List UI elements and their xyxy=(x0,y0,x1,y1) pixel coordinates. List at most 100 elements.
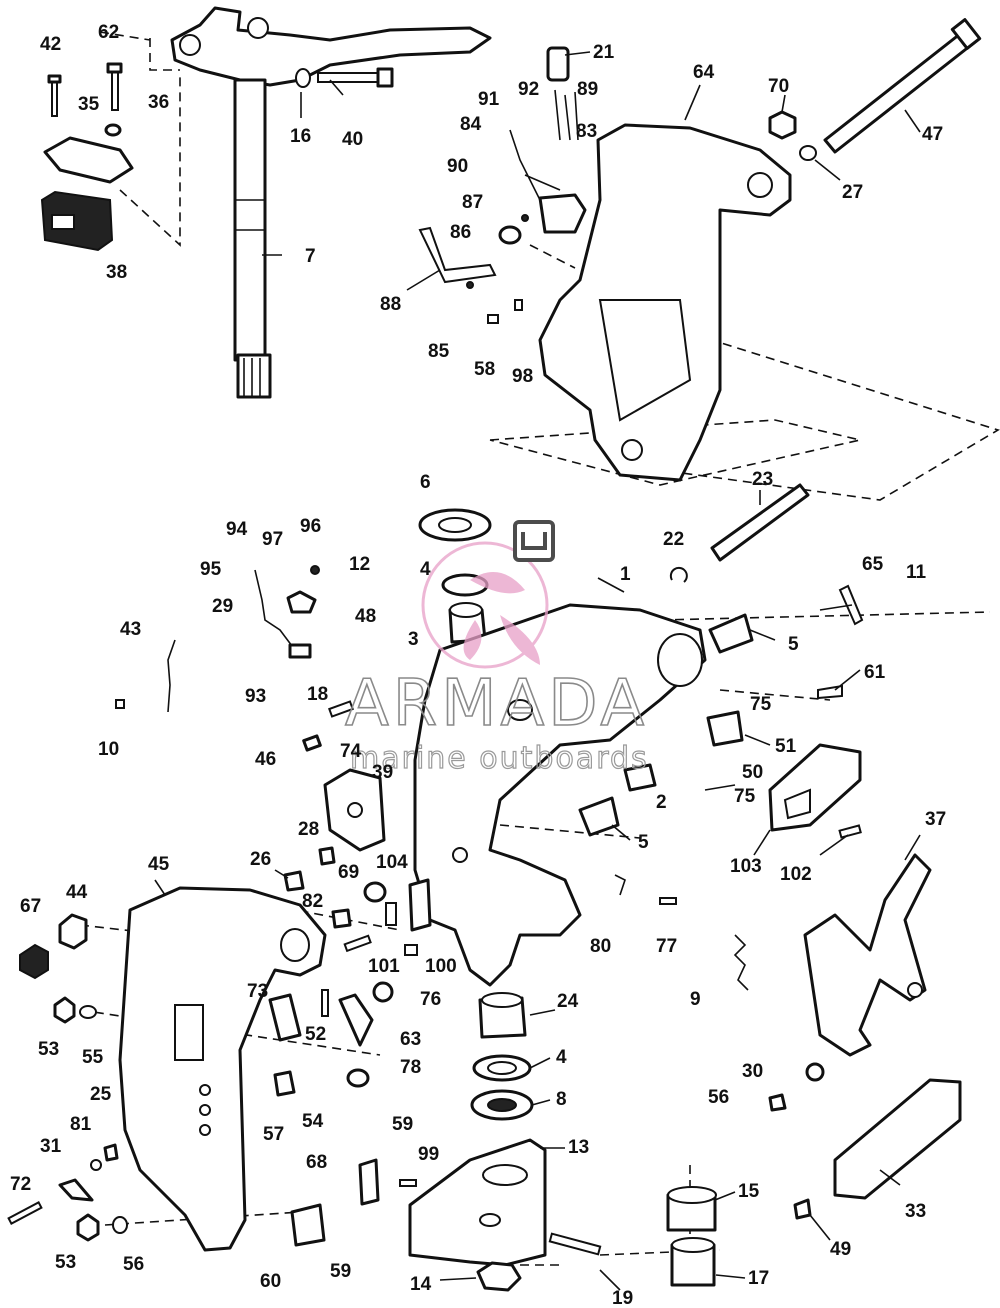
pad-parts xyxy=(666,1078,962,1287)
callout-label: 89 xyxy=(577,79,598,100)
callout-label: 101 xyxy=(368,956,400,977)
callout-label: 13 xyxy=(568,1137,589,1158)
callout-label: 95 xyxy=(200,559,222,580)
trim-switch-wiring xyxy=(115,565,320,713)
callout-label: 75 xyxy=(734,786,756,807)
callout-label: 55 xyxy=(82,1047,104,1068)
callout-label: 102 xyxy=(780,864,812,885)
callout-label: 21 xyxy=(593,42,615,63)
stern-bracket-part xyxy=(413,603,707,987)
callout-label: 104 xyxy=(376,852,408,873)
callout-label: 74 xyxy=(340,741,362,762)
callout-label: 11 xyxy=(906,562,927,583)
callout-label: 6 xyxy=(420,472,431,493)
callout-label: 36 xyxy=(148,92,169,113)
tilt-tube-part xyxy=(768,18,982,161)
callout-label: 103 xyxy=(730,856,762,877)
callout-label: 97 xyxy=(262,529,283,550)
callout-label: 33 xyxy=(905,1201,926,1222)
callout-label: 39 xyxy=(372,762,393,783)
callout-label: 51 xyxy=(775,736,797,757)
callout-label: 50 xyxy=(742,762,763,783)
callout-label: 83 xyxy=(576,121,597,142)
callout-label: 5 xyxy=(788,634,799,655)
callout-label: 25 xyxy=(90,1084,112,1105)
callout-label: 65 xyxy=(862,554,884,575)
callout-label: 59 xyxy=(392,1114,413,1135)
callout-label: 93 xyxy=(245,686,266,707)
callout-label: 76 xyxy=(420,989,441,1010)
small-fasteners xyxy=(47,62,123,137)
callout-label: 15 xyxy=(738,1181,760,1202)
callout-label: 49 xyxy=(830,1239,851,1260)
callout-label: 27 xyxy=(842,182,863,203)
callout-label: 94 xyxy=(226,519,248,540)
callout-label: 82 xyxy=(302,891,323,912)
callout-label: 22 xyxy=(663,529,684,550)
module-bracket-part xyxy=(40,136,134,252)
callout-label: 63 xyxy=(400,1029,421,1050)
callout-label: 60 xyxy=(260,1271,281,1292)
callout-label: 56 xyxy=(123,1254,144,1275)
callout-label: 16 xyxy=(290,126,311,147)
callout-label: 4 xyxy=(556,1047,567,1068)
callout-label: 78 xyxy=(400,1057,421,1078)
callout-label: 19 xyxy=(612,1288,633,1308)
watermark-subtitle: marine outboards xyxy=(350,741,649,776)
callout-label: 96 xyxy=(300,516,321,537)
armada-logo xyxy=(421,520,555,669)
callout-label: 80 xyxy=(590,936,611,957)
callout-label: 2 xyxy=(656,792,667,813)
callout-label: 69 xyxy=(338,862,359,883)
callout-label: 56 xyxy=(708,1087,729,1108)
callout-label: 68 xyxy=(306,1152,327,1173)
callout-label: 99 xyxy=(418,1144,439,1165)
watermark-title: ARMADA xyxy=(345,667,648,741)
callout-label: 77 xyxy=(656,936,677,957)
callout-label: 87 xyxy=(462,192,483,213)
callout-label: 67 xyxy=(20,896,41,917)
callout-label: 88 xyxy=(380,294,401,315)
callout-label: 47 xyxy=(922,124,943,145)
callout-label: 31 xyxy=(40,1136,62,1157)
callout-label: 28 xyxy=(298,819,319,840)
callout-label: 84 xyxy=(460,114,482,135)
swivel-bracket-part xyxy=(538,123,792,482)
misc-hardware xyxy=(7,846,825,1247)
callout-label: 5 xyxy=(638,832,649,853)
callout-label: 37 xyxy=(925,809,946,830)
callout-label: 59 xyxy=(330,1261,351,1282)
callout-label: 38 xyxy=(106,262,127,283)
callout-leaders xyxy=(154,51,921,1291)
callout-label: 58 xyxy=(474,359,495,380)
callout-label: 7 xyxy=(305,246,316,267)
clamp-bracket-part xyxy=(118,886,327,1252)
callout-label: 72 xyxy=(10,1174,31,1195)
callout-label: 42 xyxy=(40,34,61,55)
callout-label: 40 xyxy=(342,129,363,150)
callout-label: 9 xyxy=(690,989,701,1010)
callout-label: 3 xyxy=(408,629,419,650)
callout-label: 23 xyxy=(752,469,773,490)
callout-label: 18 xyxy=(307,684,328,705)
callout-label: 54 xyxy=(302,1111,324,1132)
callout-label: 8 xyxy=(556,1089,567,1110)
cylinder-bracket-part xyxy=(768,743,862,839)
callout-label: 46 xyxy=(255,749,276,770)
callout-label: 75 xyxy=(750,694,772,715)
trim-sender-group xyxy=(418,46,587,324)
pivot-pin-part xyxy=(669,483,810,583)
callout-label: 53 xyxy=(38,1039,59,1060)
callout-label: 52 xyxy=(305,1024,326,1045)
callout-label: 64 xyxy=(693,62,715,83)
callout-label: 61 xyxy=(864,662,886,683)
clamp-knob-parts xyxy=(19,913,88,980)
callout-label: 45 xyxy=(148,854,170,875)
callout-label: 73 xyxy=(247,981,268,1002)
callout-label: 57 xyxy=(263,1124,284,1145)
callout-label: 10 xyxy=(98,739,119,760)
callout-label: 48 xyxy=(355,606,376,627)
callout-label: 12 xyxy=(349,554,370,575)
callout-label: 43 xyxy=(120,619,141,640)
